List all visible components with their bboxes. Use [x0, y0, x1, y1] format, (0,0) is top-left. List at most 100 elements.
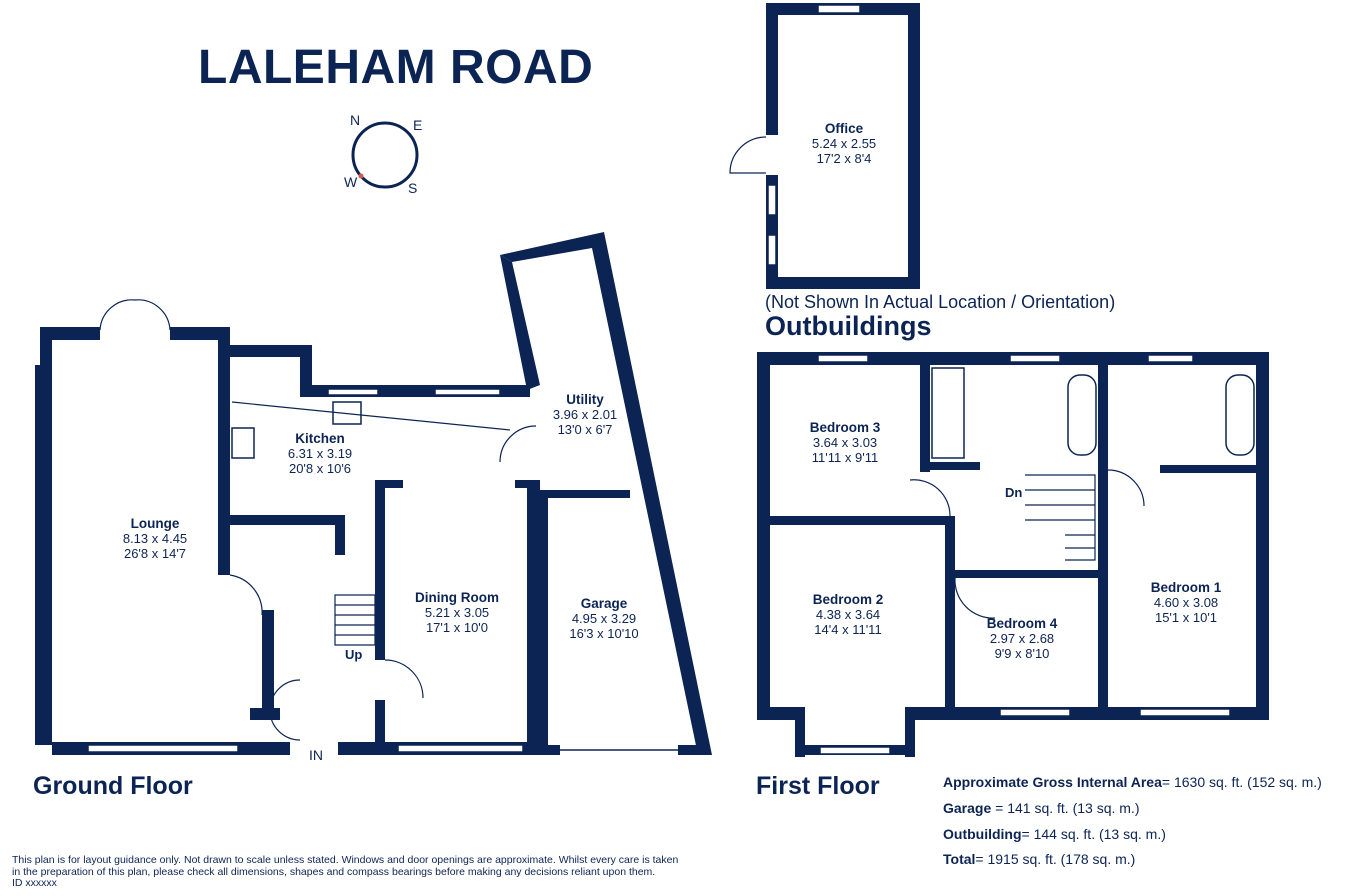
compass-w: W: [344, 174, 358, 190]
area-gross: Approximate Gross Internal Area= 1630 sq…: [943, 774, 1322, 790]
window: [767, 234, 777, 266]
shower: [931, 367, 965, 459]
wall: [40, 327, 100, 340]
wall: [500, 232, 712, 755]
room-imperial: 11'11 x 9'11: [811, 450, 879, 465]
door-swing: [909, 479, 951, 517]
compass-s: S: [408, 180, 418, 196]
room-name: Kitchen: [295, 431, 345, 446]
room-name: Dining Room: [415, 590, 499, 605]
wall: [250, 708, 280, 720]
window: [434, 388, 501, 396]
wall: [375, 480, 385, 660]
bath: [1067, 374, 1097, 456]
window: [327, 388, 379, 396]
wall: [905, 707, 915, 757]
area-value: = 1915 sq. ft. (178 sq. m.): [975, 851, 1136, 867]
window: [999, 708, 1071, 717]
window: [817, 354, 869, 363]
room-metric: 4.38 x 3.64: [815, 607, 881, 622]
area-value: = 141 sq. ft. (13 sq. m.): [991, 800, 1140, 816]
area-value: = 144 sq. ft. (13 sq. m.): [1021, 826, 1166, 842]
wall: [375, 480, 403, 488]
stairs: [334, 594, 376, 646]
wall: [678, 745, 706, 755]
room-metric: 8.13 x 4.45: [122, 531, 188, 546]
wall: [338, 742, 378, 755]
wall: [1256, 352, 1269, 720]
wall: [1160, 465, 1260, 473]
room-metric: 3.64 x 3.03: [812, 435, 878, 450]
stairs-up-label: Up: [345, 647, 363, 662]
wall: [35, 365, 52, 745]
window: [397, 744, 524, 753]
room-imperial: 20'8 x 10'6: [288, 461, 352, 476]
door-swing: [269, 679, 301, 741]
room-imperial: 15'1 x 10'1: [1154, 610, 1218, 625]
room-name: Garage: [580, 596, 628, 611]
area-label: Outbuilding: [943, 826, 1022, 842]
area-label: Garage: [943, 800, 992, 816]
hob: [231, 427, 255, 459]
outbuildings-heading: Outbuildings: [765, 311, 932, 341]
door-swing: [729, 136, 767, 174]
room-metric: 5.21 x 3.05: [424, 605, 490, 620]
wall: [262, 610, 274, 720]
window: [1009, 354, 1061, 363]
outbuildings-note: (Not Shown In Actual Location / Orientat…: [765, 292, 1116, 312]
window: [1139, 708, 1231, 717]
first-floor-heading: First Floor: [756, 772, 880, 800]
window: [817, 4, 861, 14]
door-swing: [384, 659, 424, 699]
door-swing: [1107, 469, 1145, 507]
door-swing: [499, 425, 537, 463]
room-imperial: 9'9 x 8'10: [994, 646, 1050, 661]
room-imperial: 17'1 x 10'0: [425, 620, 489, 635]
disclaimer-line: in the preparation of this plan, please …: [12, 865, 656, 878]
room-imperial: 14'4 x 11'11: [814, 622, 882, 637]
door-swing: [954, 577, 996, 619]
wall: [540, 490, 548, 755]
wall: [955, 570, 1105, 578]
room-name: Utility: [566, 392, 604, 407]
wall: [40, 327, 52, 367]
window: [819, 746, 891, 755]
wall: [920, 352, 930, 472]
door-swing: [99, 299, 171, 331]
room-name: Bedroom 2: [812, 592, 884, 607]
room-name: Office: [824, 121, 864, 136]
wall: [1098, 352, 1108, 720]
wall: [500, 255, 540, 390]
room-name: Bedroom 4: [986, 616, 1058, 631]
page-title: LALEHAM ROAD: [198, 41, 594, 94]
room-name: Lounge: [130, 516, 180, 531]
area-outbuilding: Outbuilding= 144 sq. ft. (13 sq. m.): [943, 826, 1166, 842]
room-name: Bedroom 3: [809, 420, 881, 435]
wall: [228, 515, 338, 525]
compass: [351, 121, 419, 189]
wall: [375, 700, 385, 755]
wall: [945, 516, 955, 720]
room-metric: 3.96 x 2.01: [552, 407, 618, 422]
wall: [757, 707, 797, 720]
wall: [766, 277, 920, 289]
room-metric: 2.97 x 2.68: [989, 631, 1055, 646]
wall: [218, 340, 230, 575]
area-total: Total= 1915 sq. ft. (178 sq. m.): [943, 851, 1135, 867]
room-metric: 4.95 x 3.29: [571, 611, 637, 626]
wall: [757, 352, 770, 720]
wall: [930, 462, 980, 470]
disclaimer: This plan is for layout guidance only. N…: [12, 854, 678, 890]
wall: [766, 3, 778, 135]
door-swing: [229, 574, 263, 616]
wall: [540, 745, 560, 755]
ground-floor-heading: Ground Floor: [33, 772, 193, 800]
